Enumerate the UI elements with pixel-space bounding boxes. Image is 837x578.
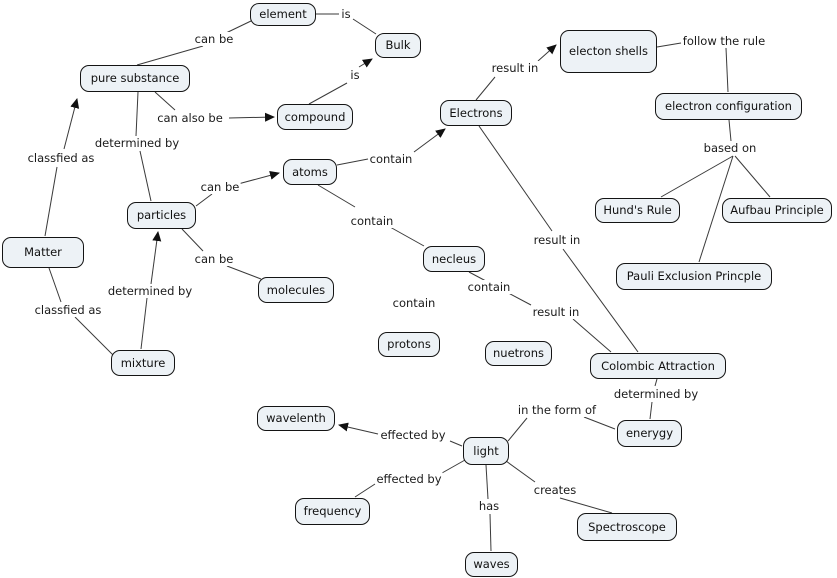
edge-line [725,47,729,93]
edge-label-contain-nuetrons[interactable]: contain [466,280,512,294]
edge-line [475,76,496,101]
edge-line [537,44,557,62]
edge-line [228,112,275,122]
edge-label-determined-by-colombic[interactable]: determined by [612,387,700,401]
edge-label-effected-by-frequency[interactable]: effected by [375,472,443,486]
edge-line [485,464,489,500]
edge-line [562,248,639,353]
edge-label-contain-necleus[interactable]: contain [349,214,395,228]
node-hunds-rule[interactable]: Hund's Rule [595,198,680,223]
node-enerygy[interactable]: enerygy [617,420,682,447]
node-bulk[interactable]: Bulk [375,33,421,58]
node-wavelenth[interactable]: wavelenth [257,406,335,431]
edge-line [728,119,732,142]
edge-label-contain-electrons[interactable]: contain [368,152,414,166]
edge-line [660,155,734,198]
edge-label-is-compound-bulk[interactable]: is [349,68,361,82]
edge-line [150,231,162,285]
edge-line [195,193,213,207]
node-compound[interactable]: compound [277,104,353,130]
edge-line [654,378,658,387]
edge-line [698,155,734,263]
node-particles[interactable]: particles [127,202,196,229]
edge-label-creates[interactable]: creates [532,483,578,497]
node-protons[interactable]: protons [378,332,440,357]
edge-line [136,45,204,66]
edge-label-is-element-bulk[interactable]: is [340,7,352,21]
edge-line [583,416,616,430]
edge-line [135,91,139,137]
node-colombic-attraction[interactable]: Colombic Attraction [590,353,726,379]
edge-line [352,18,377,35]
edge-line [336,158,369,166]
edge-line [449,440,463,447]
edge-label-can-be-element[interactable]: can be [193,32,235,46]
edge-label-can-also-be[interactable]: can also be [156,111,224,125]
edge-label-effected-by-wavelenth[interactable]: effected by [379,428,447,442]
edge-line [478,125,553,232]
edge-label-can-be-atoms[interactable]: can be [199,180,241,194]
edge-label-can-be-molecules[interactable]: can be [193,252,235,266]
edge-line [507,417,528,442]
edge-line [237,170,280,185]
edge-line [317,184,356,208]
edge-line [308,82,348,105]
node-light[interactable]: light [463,437,509,465]
node-element[interactable]: element [250,3,316,26]
node-electron-configuration[interactable]: electron configuration [655,93,802,120]
edge-line [413,128,446,153]
node-waves[interactable]: waves [465,552,518,577]
node-mixture[interactable]: mixture [111,350,175,376]
edge-line [140,297,148,350]
edge-label-based-on[interactable]: based on [702,141,758,155]
edge-label-follow-the-rule[interactable]: follow the rule [681,34,767,48]
node-frequency[interactable]: frequency [295,498,370,525]
edge-line [389,226,425,247]
node-pure-substance[interactable]: pure substance [80,65,190,92]
edge-line [489,513,492,552]
edge-line [181,228,204,252]
node-spectroscope[interactable]: Spectroscope [577,513,677,541]
edge-line [559,497,613,514]
edge-line [358,58,373,68]
edge-label-contain-protons[interactable]: contain [391,296,437,310]
edge-label-has[interactable]: has [477,499,501,513]
edge-line [154,91,176,111]
edge-line [354,483,376,498]
node-electrons[interactable]: Electrons [440,100,512,126]
edge-label-classfied-as-mixture[interactable]: classfied as [33,303,103,317]
edge-line [338,422,379,435]
edge-line [656,42,682,48]
node-aufbau-principle[interactable]: Aufbau Principle [722,198,832,223]
edge-label-determined-by-pure-substance[interactable]: determined by [93,136,181,150]
node-pauli-exclusion-princple[interactable]: Pauli Exclusion Princple [616,263,772,290]
edge-line [44,166,58,237]
edge-line [74,316,114,356]
edge-line [734,155,771,198]
node-necleus[interactable]: necleus [423,246,485,272]
node-nuetrons[interactable]: nuetrons [485,341,552,366]
edge-line [139,150,152,202]
edge-line [505,460,536,483]
edge-line [63,98,80,150]
edge-label-determined-by-mixture[interactable]: determined by [106,284,194,298]
edge-label-result-in-shells[interactable]: result in [490,61,540,75]
edge-label-result-in-colombic-electrons[interactable]: result in [532,233,582,247]
edge-line [48,267,62,303]
edge-label-in-the-form-of[interactable]: in the form of [516,403,598,417]
edge-label-classfied-as-pure-substance[interactable]: classfied as [26,151,96,165]
edge-line [649,401,653,420]
node-matter[interactable]: Matter [2,237,84,268]
edge-line [572,318,612,353]
node-molecules[interactable]: molecules [258,277,334,303]
edge-line [441,459,466,474]
edge-label-result-in-colombic-necleus[interactable]: result in [531,305,581,319]
node-atoms[interactable]: atoms [283,159,337,185]
edge-line [225,20,252,34]
edge-line [226,265,262,280]
node-electon-shells[interactable]: electon shells [560,30,657,73]
